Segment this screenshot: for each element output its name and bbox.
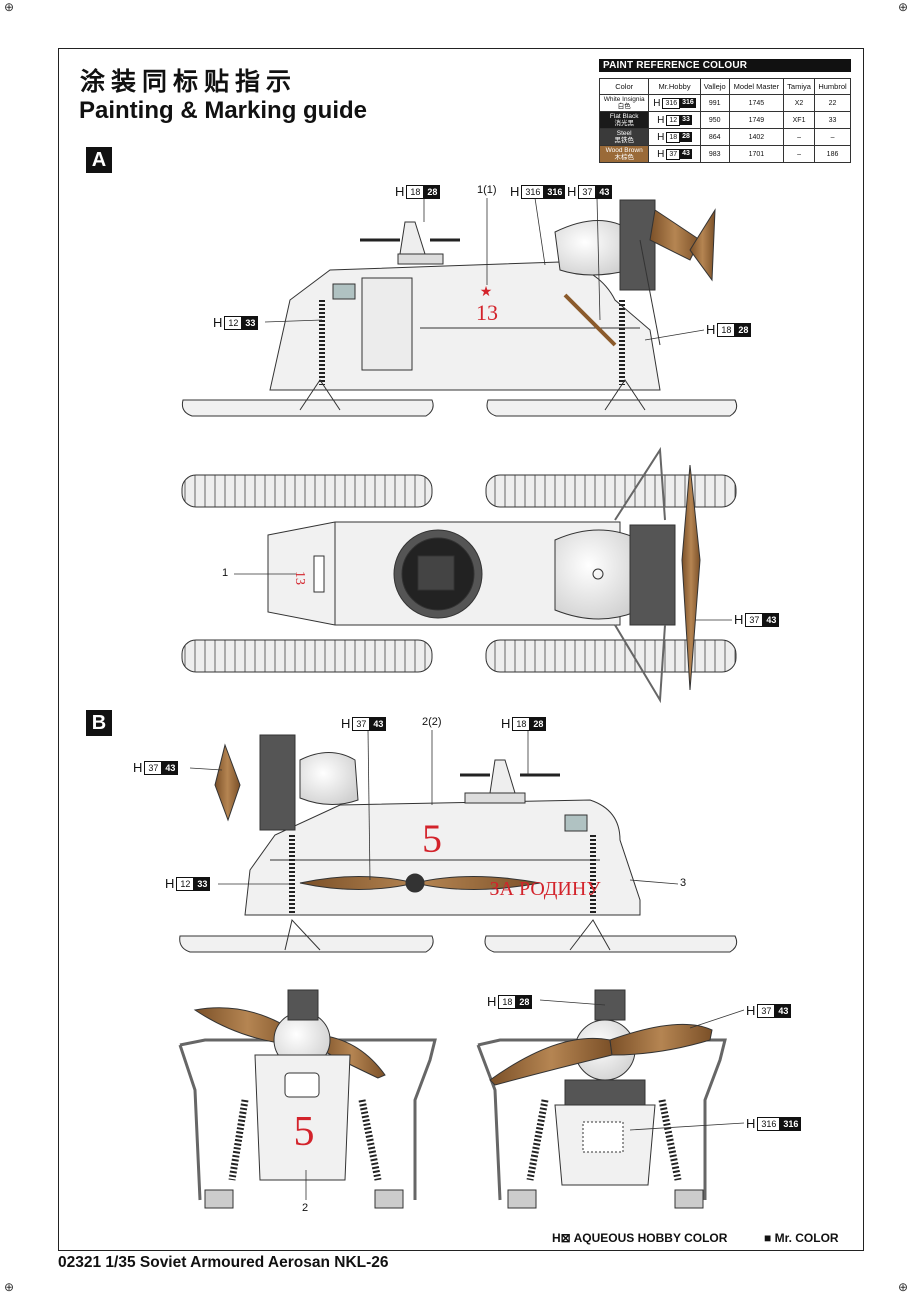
title-english: Painting & Marking guide	[79, 97, 368, 124]
paint-color-name: Flat Black	[609, 113, 639, 120]
paint-color-name-cn: 消光黑	[614, 120, 634, 127]
paint-color-name: Steel	[616, 130, 632, 137]
paint-code-tamiya: –	[783, 145, 816, 163]
paint-table-header: Tamiya	[783, 78, 816, 95]
window	[332, 283, 356, 300]
svg-text:★: ★	[480, 285, 493, 300]
track-bottom-left	[181, 639, 433, 673]
side-number-b: 5	[422, 816, 442, 861]
leader-lines	[189, 197, 745, 1200]
paint-code-humbrol: 186	[814, 145, 851, 163]
view-b-side: 5 ЗА РОДИНУ	[179, 734, 738, 953]
propeller-top	[681, 464, 701, 691]
paint-table-title: PAINT REFERENCE COLOUR	[599, 59, 851, 72]
slogan-b: ЗА РОДИНУ	[490, 878, 602, 900]
paint-color-name-cn: 黑铁色	[614, 137, 634, 144]
decal-label-b-side: 2(2)	[422, 716, 442, 728]
side-number-a: 13	[476, 300, 498, 325]
title-chinese: 涂装同标贴指示	[80, 67, 298, 96]
view-b-rear	[476, 989, 727, 1209]
paint-color-name: Wood Brown	[605, 147, 643, 154]
legend-aqueous: H⊠ AQUEOUS HOBBY COLOR	[552, 1231, 728, 1245]
registration-mark-bottom-right: ⊕	[898, 1280, 909, 1294]
track-top-right	[485, 474, 737, 508]
paint-code-model-master: 1701	[728, 145, 785, 163]
track-top-left	[181, 474, 433, 508]
registration-mark-top-right: ⊕	[898, 0, 909, 14]
view-a-side: 13 ★	[181, 199, 738, 417]
paint-code-model-master: 1745	[728, 94, 785, 112]
view-b-front: 5	[178, 989, 437, 1209]
decal-label-a-side: 1(1)	[477, 184, 497, 196]
decal-label-a-top: 1	[222, 567, 229, 579]
section-b-badge: B	[86, 710, 112, 736]
registration-mark-bottom-left: ⊕	[4, 1280, 15, 1294]
section-a-badge: A	[86, 147, 112, 173]
page-frame	[58, 48, 864, 1251]
view-a-top: 13	[181, 446, 737, 704]
paint-color-name-cn: 白色	[617, 103, 631, 110]
ski-rear	[486, 399, 738, 417]
legend-mr-color: ■ Mr. COLOR	[764, 1231, 839, 1245]
svg-text:13: 13	[292, 571, 307, 585]
hull-a	[269, 261, 661, 391]
door	[361, 277, 413, 371]
registration-mark-top-left: ⊕	[4, 0, 15, 14]
footer-product-title: 02321 1/35 Soviet Armoured Aerosan NKL-2…	[58, 1254, 389, 1271]
paint-color-name: White Insignia	[603, 96, 645, 103]
decal-label-b-front: 2	[302, 1202, 309, 1214]
hull-front	[254, 1054, 351, 1181]
decal-label-b-rear: 3	[680, 877, 687, 889]
paint-color-name-cn: 木棕色	[614, 154, 634, 161]
ski-front	[181, 399, 434, 417]
front-number-b: 5	[294, 1109, 315, 1155]
track-bottom-right	[485, 639, 737, 673]
